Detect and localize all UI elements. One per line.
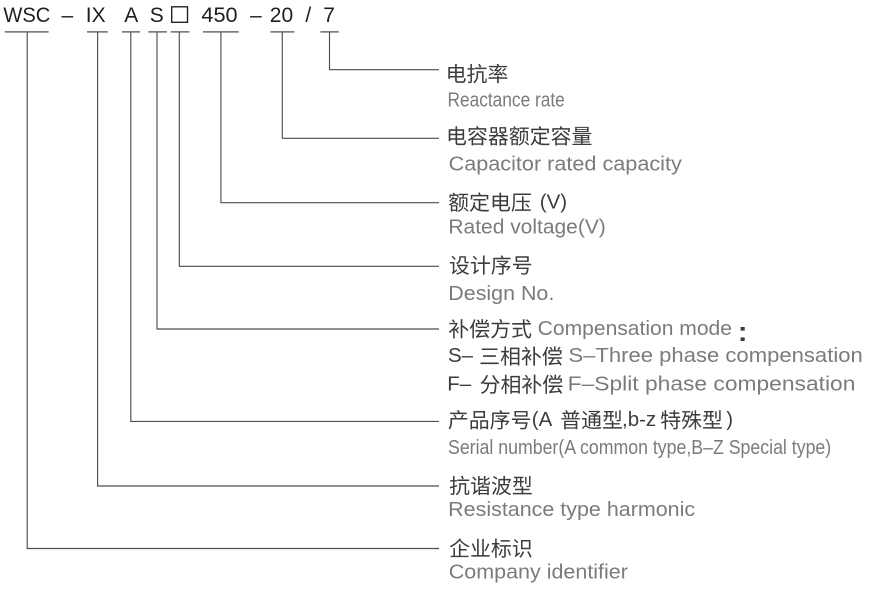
- svg-text:Capacitor rated capacity: Capacitor rated capacity: [449, 153, 682, 175]
- svg-text:A: A: [124, 4, 138, 27]
- svg-text:Design No.: Design No.: [448, 283, 554, 305]
- svg-text:(A: (A: [532, 408, 553, 431]
- svg-text:Rated voltage(V): Rated voltage(V): [448, 216, 605, 238]
- svg-text:Serial number(A common type,B–: Serial number(A common type,B–Z Special …: [448, 437, 831, 459]
- svg-text:IX: IX: [86, 4, 106, 27]
- svg-text:–: –: [250, 4, 262, 27]
- svg-text:F–: F–: [447, 372, 472, 395]
- svg-text:7: 7: [323, 4, 335, 27]
- svg-text:S: S: [150, 4, 164, 27]
- svg-text:Company identifier: Company identifier: [449, 562, 628, 584]
- svg-text:–: –: [62, 4, 74, 27]
- svg-text:WSC: WSC: [3, 4, 50, 27]
- svg-text:450: 450: [201, 4, 237, 27]
- svg-text:): ): [726, 408, 733, 431]
- svg-text:Compensation mode: Compensation mode: [538, 317, 732, 340]
- svg-text:S–: S–: [448, 344, 474, 367]
- svg-text:/: /: [305, 4, 311, 27]
- svg-text:S–Three phase compensation: S–Three phase compensation: [568, 344, 862, 367]
- svg-text:,b-z: ,b-z: [622, 408, 656, 431]
- svg-text:(V): (V): [540, 190, 567, 213]
- svg-text:F–Split phase compensation: F–Split phase compensation: [568, 372, 856, 395]
- svg-text:Resistance type harmonic: Resistance type harmonic: [448, 499, 695, 521]
- svg-text:20: 20: [270, 4, 293, 27]
- svg-text:Reactance rate: Reactance rate: [448, 90, 565, 112]
